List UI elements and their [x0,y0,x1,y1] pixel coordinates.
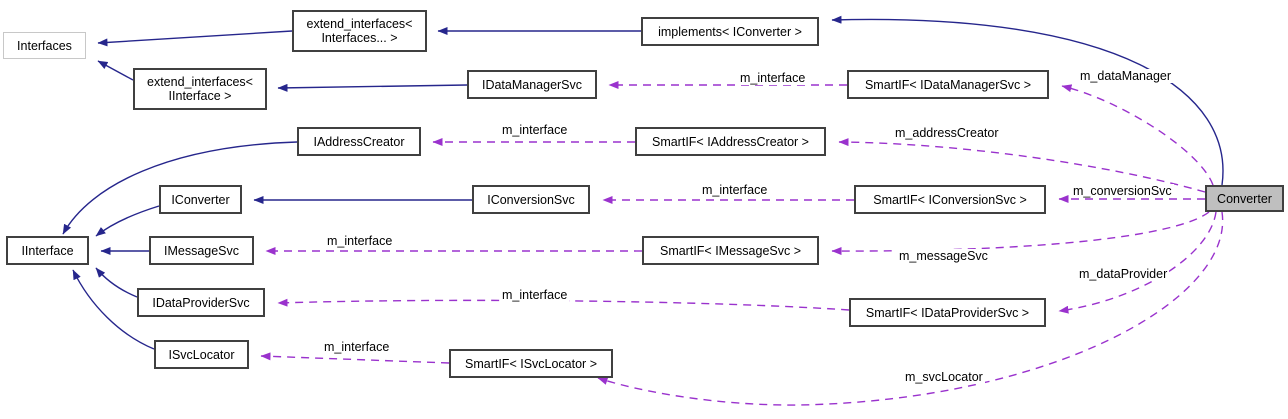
node-smartif-imessagesvc[interactable]: SmartIF< IMessageSvc > [642,236,819,265]
node-iconversionsvc[interactable]: IConversionSvc [472,185,590,214]
edge-converter-to-smartif-isvclocator [597,211,1224,406]
node-smartif-idatamanagersvc[interactable]: SmartIF< IDataManagerSvc > [847,70,1049,99]
node-extend-interfaces-interfaces-pack[interactable]: extend_interfaces< Interfaces... > [292,10,427,52]
edge-label-m-datamanager: m_dataManager [1078,69,1174,83]
node-isvclocator[interactable]: ISvcLocator [154,340,249,369]
inheritance-edges [62,15,1224,350]
edge-label-m-messagesvc: m_messageSvc [897,249,990,263]
node-idataprovidersvc[interactable]: IDataProviderSvc [137,288,265,317]
edge-idatamanagersvc-to-extend-interfaces-iinterface [277,83,468,92]
edge-label-m-conversionsvc: m_conversionSvc [1071,184,1174,198]
node-extend-interfaces-iinterface[interactable]: extend_interfaces< IInterface > [133,68,267,110]
edge-converter-to-implements-iconverter [831,15,1224,186]
edge-smartif-isvclocator-to-isvclocator [260,352,450,364]
edge-extend-interfaces-pack-to-interfaces [97,30,293,47]
node-iconverter[interactable]: IConverter [159,185,242,214]
node-converter[interactable]: Converter [1205,185,1284,212]
edge-iconverter-to-iinterface [95,205,160,237]
edge-label-m-addresscreator: m_addressCreator [893,126,1001,140]
edge-isvclocator-to-iinterface [72,269,155,350]
edge-label-m-svclocator: m_svcLocator [903,370,985,384]
edge-iaddresscreator-to-iinterface [62,141,298,235]
node-smartif-isvclocator[interactable]: SmartIF< ISvcLocator > [449,349,613,378]
edge-label-m-interface-messagesvc: m_interface [325,234,395,248]
edge-label-m-interface-dataprovidersvc: m_interface [500,288,570,302]
edge-label-m-interface-addresscreator: m_interface [500,123,570,137]
node-smartif-iconversionsvc[interactable]: SmartIF< IConversionSvc > [854,185,1046,214]
edge-idataprovidersvc-to-iinterface [95,267,138,298]
node-smartif-iaddresscreator[interactable]: SmartIF< IAddressCreator > [635,127,826,156]
edge-converter-to-smartif-idataprovidersvc [1058,211,1217,314]
edge-label-m-interface-conversionsvc: m_interface [700,183,770,197]
edge-label-m-interface-datamanager: m_interface [738,71,808,85]
node-iaddresscreator[interactable]: IAddressCreator [297,127,421,156]
node-idatamanagersvc[interactable]: IDataManagerSvc [467,70,597,99]
edge-label-m-dataprovider: m_dataProvider [1077,267,1170,281]
edge-extend-interfaces-iinterface-to-interfaces [97,60,134,81]
node-implements-iconverter[interactable]: implements< IConverter > [641,17,819,46]
edge-converter-to-smartif-imessagesvc [831,211,1210,256]
node-iinterface[interactable]: IInterface [6,236,89,265]
node-smartif-idataprovidersvc[interactable]: SmartIF< IDataProviderSvc > [849,298,1046,327]
edge-converter-to-smartif-idatamanagersvc [1061,84,1214,186]
edge-converter-to-smartif-iaddresscreator [838,138,1206,193]
edge-label-m-interface-svclocator: m_interface [322,340,392,354]
node-interfaces[interactable]: Interfaces [3,32,86,59]
node-imessagesvc[interactable]: IMessageSvc [149,236,254,265]
